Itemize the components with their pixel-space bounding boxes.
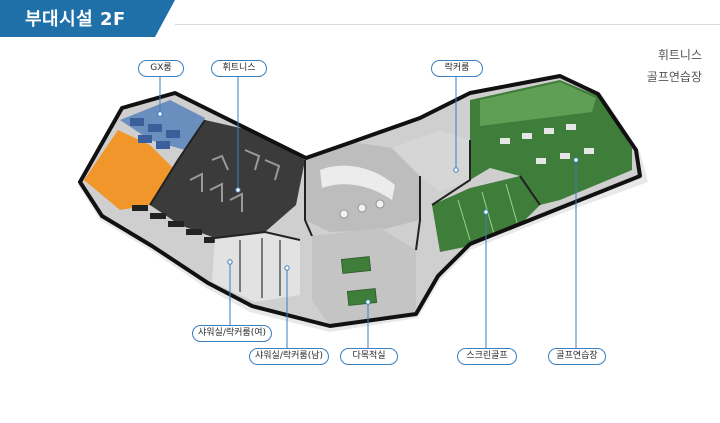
page-title: 부대시설 2F bbox=[25, 9, 126, 30]
label-golf-range: 골프연습장 bbox=[548, 348, 606, 365]
shower-walls bbox=[239, 238, 281, 298]
golf-range-mats bbox=[500, 124, 594, 164]
reception-counter bbox=[320, 165, 395, 200]
locker-room-floor bbox=[392, 130, 470, 192]
label-shower-locker-male: 샤워실/락커룸(남) bbox=[249, 348, 329, 365]
label-shower-locker-female: 샤워실/락커룸(여) bbox=[192, 325, 272, 342]
label-fitness: 휘트니스 bbox=[211, 60, 267, 77]
legend: 휘트니스 골프연습장 bbox=[647, 44, 702, 88]
gx-equipment bbox=[130, 118, 180, 149]
leader-lines bbox=[159, 76, 577, 348]
gx-room-floor bbox=[84, 130, 175, 210]
legend-item-fitness: 휘트니스 bbox=[657, 48, 702, 62]
label-multipurpose-room: 다목적실 bbox=[340, 348, 398, 365]
shower-rooms bbox=[212, 232, 300, 302]
lounge-tables bbox=[339, 199, 385, 219]
title-banner: 부대시설 2F bbox=[0, 0, 175, 37]
header-divider bbox=[175, 24, 720, 25]
label-screen-golf: 스크린골프 bbox=[457, 348, 517, 365]
leader-dots bbox=[157, 111, 579, 305]
legend-item-golf: 골프연습장 bbox=[646, 70, 702, 84]
label-locker-room: 락커룸 bbox=[431, 60, 483, 77]
inner-walls bbox=[149, 119, 541, 251]
gx-mirror-wall bbox=[120, 100, 205, 150]
fitness-floor bbox=[150, 120, 305, 238]
outer-wall bbox=[78, 74, 642, 328]
label-gx-room: GX룸 bbox=[138, 60, 184, 77]
golf-range-net bbox=[480, 82, 596, 126]
fitness-equipment bbox=[189, 149, 281, 212]
lobby-floor bbox=[305, 142, 420, 232]
multipurpose-floor bbox=[312, 228, 416, 326]
treadmills bbox=[132, 205, 220, 243]
